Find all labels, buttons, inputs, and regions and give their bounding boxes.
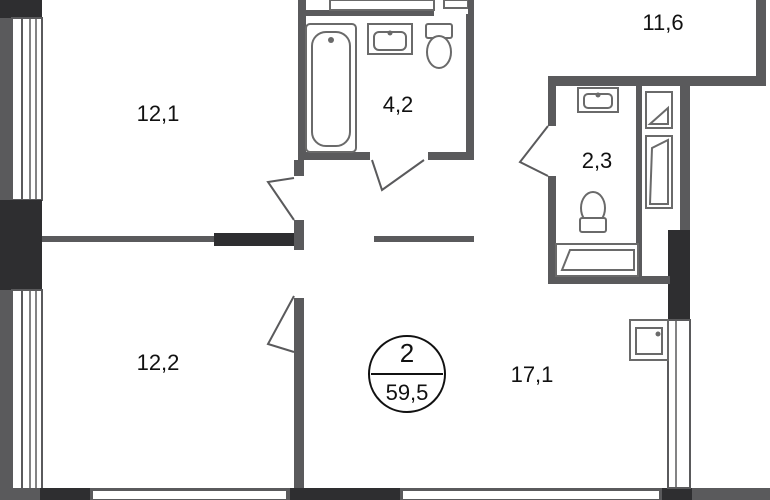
bathroom-main-walls: [298, 14, 474, 192]
sink-small: [577, 87, 619, 113]
room-area-label: 12,2: [137, 350, 180, 375]
room-area-label: 11,6: [642, 10, 683, 35]
toilet-small: [579, 191, 607, 233]
toilet-main: [425, 23, 453, 69]
top-walls: [298, 0, 474, 16]
bathtub-small: [555, 243, 639, 277]
interior-walls: [42, 160, 474, 488]
room-area-label: 12,1: [137, 101, 180, 126]
room-area-label: 17,1: [511, 362, 554, 387]
room-area-label: 2,3: [582, 148, 613, 173]
right-walls: [548, 0, 766, 489]
bathroom-small-walls: [518, 86, 670, 284]
left-exterior-wall: [0, 0, 43, 500]
apartment-rooms-count: 2: [400, 338, 414, 368]
room-area-label: 4,2: [383, 92, 414, 117]
sink-main: [367, 23, 413, 55]
bathtub-main: [305, 23, 357, 153]
apartment-total-area: 59,5: [386, 380, 429, 405]
apartment-badge: 2 59,5: [368, 335, 446, 413]
bottom-exterior-wall: [0, 488, 770, 500]
kitchen-sink: [629, 319, 669, 361]
utility-fixtures: [645, 91, 673, 209]
